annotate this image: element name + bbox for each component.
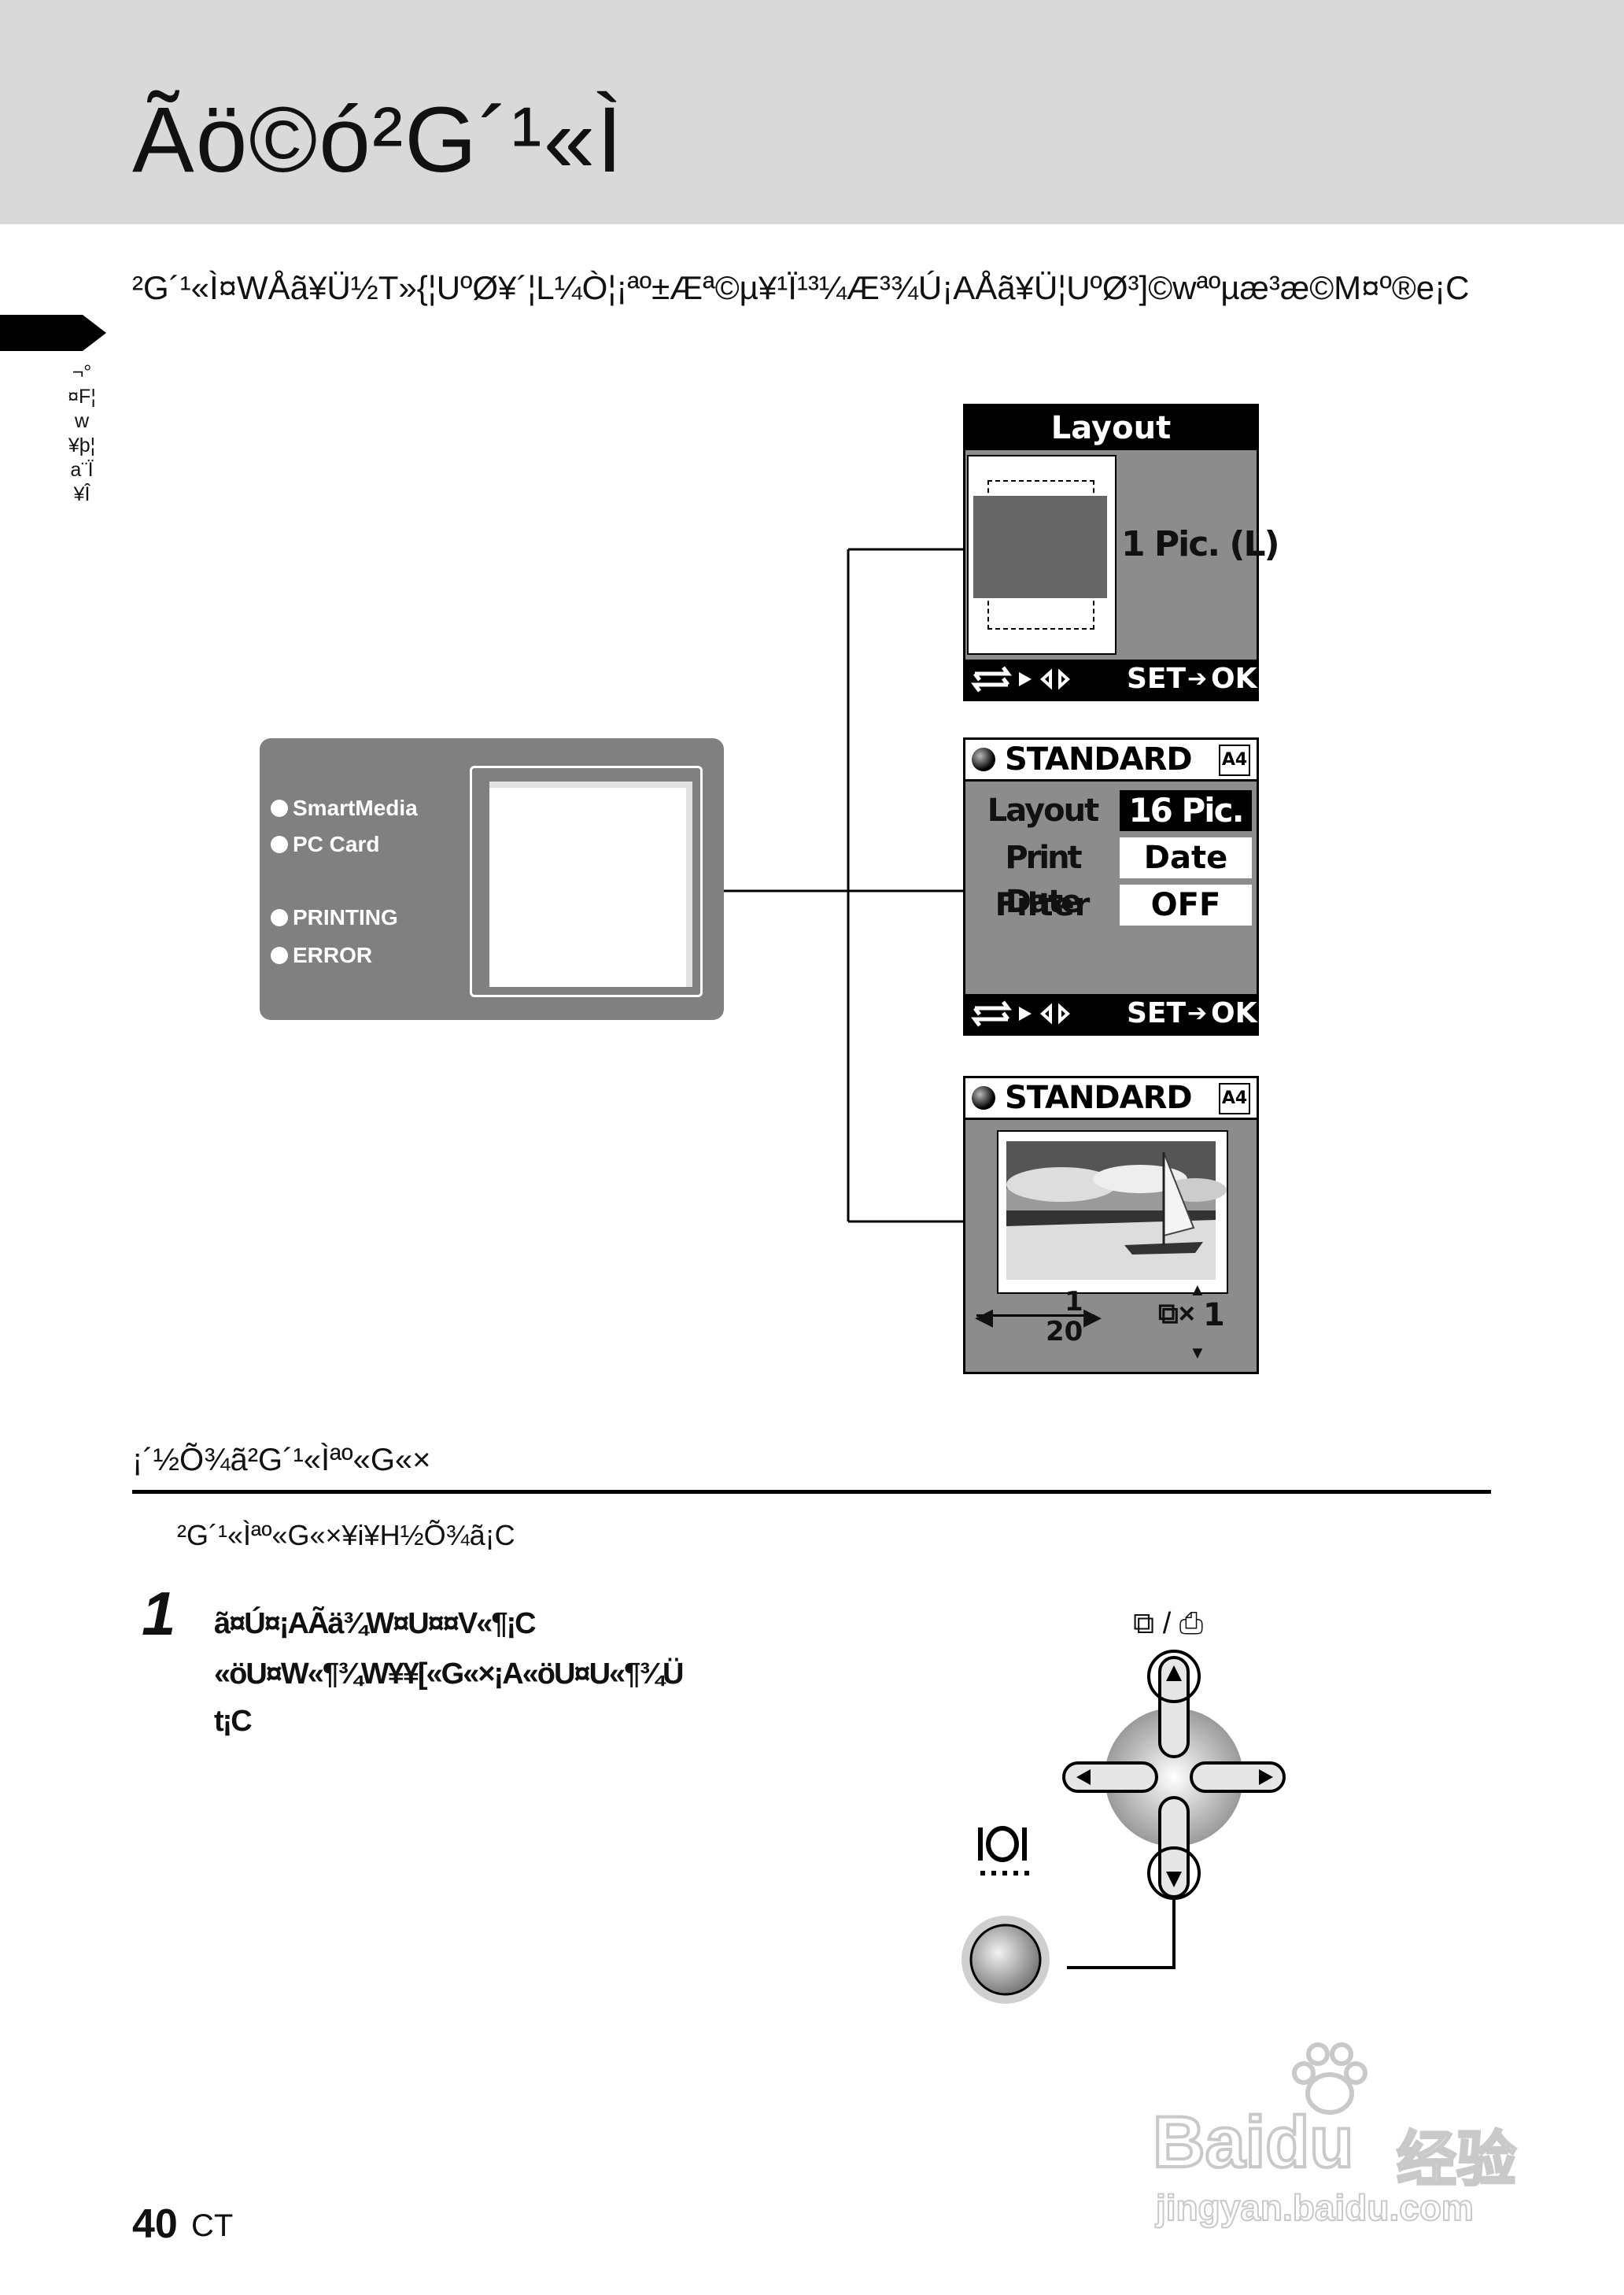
menu-row-value-selected[interactable]: 16 Pic. [1120,790,1252,831]
watermark-brand: Baidu [1151,2101,1356,2184]
menu-screen-footer: SET ➔ OK [965,994,1257,1033]
layout-photo-block [973,496,1107,598]
section-subtext: ²G´¹«Ìªº«G«×¥i¥H½Õ¾ã¡C [177,1519,515,1551]
layout-screen: Layout 1 Pic. (L) SET ➔ OK [963,404,1280,701]
layout-screen-title: Layout [965,406,1257,450]
ok-label: OK [1211,663,1257,695]
led-label: PRINTING [293,905,398,929]
copies-count: 1 [1203,1297,1225,1333]
menu-row-value[interactable]: Date [1120,837,1252,878]
arrow-right-icon: ➔ [1187,1000,1208,1027]
layout-screen-footer: SET ➔ OK [965,660,1257,699]
menu-screen-title: STANDARD [1005,741,1193,778]
watermark-url: jingyan.baidu.com [1155,2186,1475,2229]
page-suffix: CT [191,2208,234,2243]
preview-screen-title: STANDARD [1005,1080,1193,1116]
intro-paragraph: ²G´¹«Ì¤WÅã¥Ü½T»{¦UºØ¥´¦L¼Ò¦¡ªº±Æª©µ¥¹Ï¹³… [132,269,1470,306]
cycle-arrows-icon [971,666,1070,693]
paper-size-icon: A4 [1219,745,1250,776]
layout-value: 1 Pic. (L) [1121,524,1280,564]
led-dot-icon [271,836,288,853]
lcd-screen [489,782,692,987]
disc-icon [972,1086,995,1110]
watermark-brand-cn: 经验 [1396,2126,1518,2195]
photo-preview [997,1130,1228,1294]
arrow-right-icon: ➔ [1187,665,1208,693]
section-divider [132,1490,1491,1494]
menu-row-label: Layout [987,793,1099,829]
lcd-brightness-icon [978,1826,1029,1876]
preview-screen: STANDARD A4 ◀ ▶ 1 20 ⧉× 1 ▲ ▼ [963,1076,1259,1374]
led-printing: PRINTING [271,905,398,930]
preview-screen-header: STANDARD A4 [965,1078,1257,1120]
step-text-line: «öU¤W«¶¾W¥¥[«G«×¡A«öU¤U«¶¾Ü [214,1658,684,1691]
menu-row-label: Print Date [1005,840,1082,920]
set-label: SET [1127,997,1187,1029]
header-band [0,0,1624,224]
copies-icon: ⧉× [1158,1297,1195,1329]
arrow-down-icon: ▼ [1189,1343,1206,1362]
step-text-line: t¡C [214,1705,253,1738]
led-error: ERROR [271,943,372,968]
side-tab-marker [0,315,106,351]
step-number: 1 [142,1579,176,1648]
section-heading: ¡´½Õ¾ã²G´¹«Ìªº«G«× [132,1443,431,1477]
ok-label: OK [1211,997,1257,1029]
set-label: SET [1127,663,1187,695]
led-label: PC Card [293,832,380,856]
page-number: 40 [132,2201,178,2247]
controller-top-label: ⧉ / ⎙ [1133,1607,1204,1640]
led-label: ERROR [293,943,373,967]
index-current: 1 [1065,1286,1083,1318]
led-dot-icon [271,947,288,964]
led-pc-card: PC Card [271,832,379,857]
arrow-left-icon: ◀ [975,1304,994,1330]
led-dot-icon [271,909,288,926]
index-fraction-bar [976,1314,1094,1317]
step-text-line: ã¤Ú¤¡AÃä¾W¤U¤¤V«¶¡C [214,1607,537,1640]
side-tab-label: ¬°¤F¦w¥þ¦a¨Ï¥Î [68,361,96,505]
disc-icon [972,748,995,771]
paper-size-icon: A4 [1219,1083,1250,1114]
layout-preview-page [967,455,1116,655]
index-total: 20 [1046,1316,1083,1347]
menu-row-label: Filter [995,887,1091,923]
led-smartmedia: SmartMedia [271,796,418,821]
arrow-up-icon: ▲ [1189,1280,1206,1299]
cycle-arrows-icon [971,1000,1070,1027]
controller-diagram [961,1650,1286,2004]
arrow-right-icon: ▶ [1083,1304,1102,1330]
lcd-frame [470,766,703,997]
page-title: Ãö©ó²G´¹«Ì [132,88,624,192]
menu-screen: STANDARD A4 Layout 16 Pic. Print Date Da… [963,737,1259,1036]
menu-screen-header: STANDARD A4 [965,740,1257,782]
baidu-watermark: Baidu 经验 jingyan.baidu.com [1151,2038,1530,2235]
beach-photo-image [1006,1141,1227,1280]
led-label: SmartMedia [293,796,418,820]
led-dot-icon [271,800,288,817]
menu-row-value[interactable]: OFF [1120,885,1252,926]
paw-logo-icon [1292,2042,1367,2115]
